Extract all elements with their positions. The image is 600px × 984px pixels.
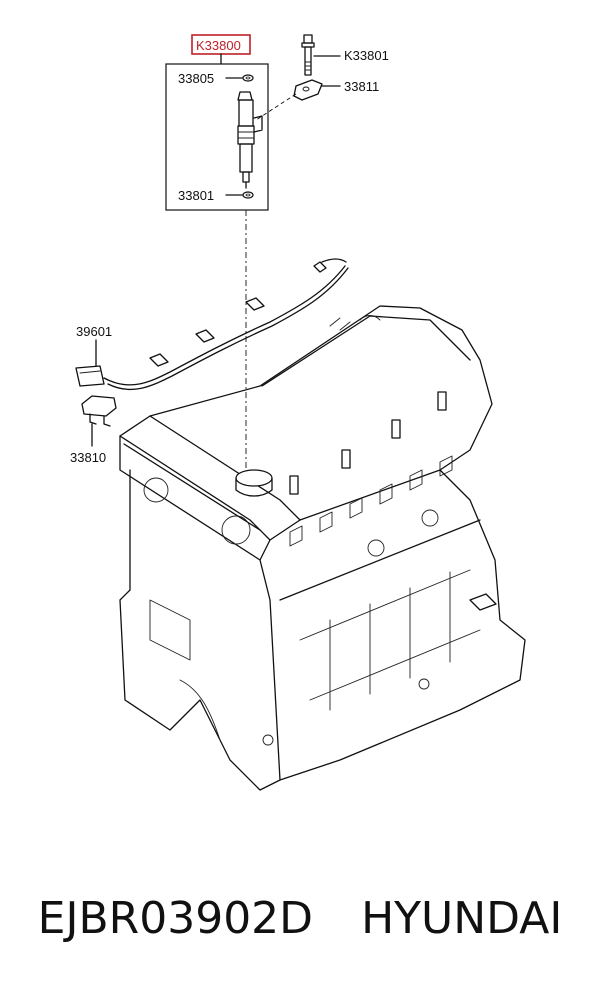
washer-bottom-part: 33801 (178, 188, 254, 203)
callout-bolt: K33801 (344, 48, 389, 63)
group-box (165, 63, 269, 211)
callout-bracket: 33810 (70, 450, 106, 465)
callout-wiring: 39601 (76, 324, 112, 339)
callout-washer-top: 33805 (178, 71, 214, 86)
caption: EJBR03902D HYUNDAI (0, 868, 600, 968)
bolt-part: K33801 (301, 34, 389, 76)
brand-name: HYUNDAI (361, 892, 563, 944)
injector-part (237, 91, 263, 189)
callout-clamp: 33811 (344, 79, 379, 94)
clamp-part: 33811 (255, 79, 379, 121)
callout-washer-bottom: 33801 (178, 188, 214, 203)
engine-parts-diagram: K33800 33805 33801 K33801 (70, 34, 526, 791)
callout-assembly: K33800 (165, 34, 269, 211)
engine-block (119, 305, 526, 791)
washer-top-part: 33805 (178, 71, 254, 86)
wiring-harness-part: 39601 (75, 258, 349, 391)
part-code: EJBR03902D (37, 892, 314, 944)
bracket-part: 33810 (70, 395, 117, 465)
callout-assembly-label: K33800 (196, 38, 241, 53)
